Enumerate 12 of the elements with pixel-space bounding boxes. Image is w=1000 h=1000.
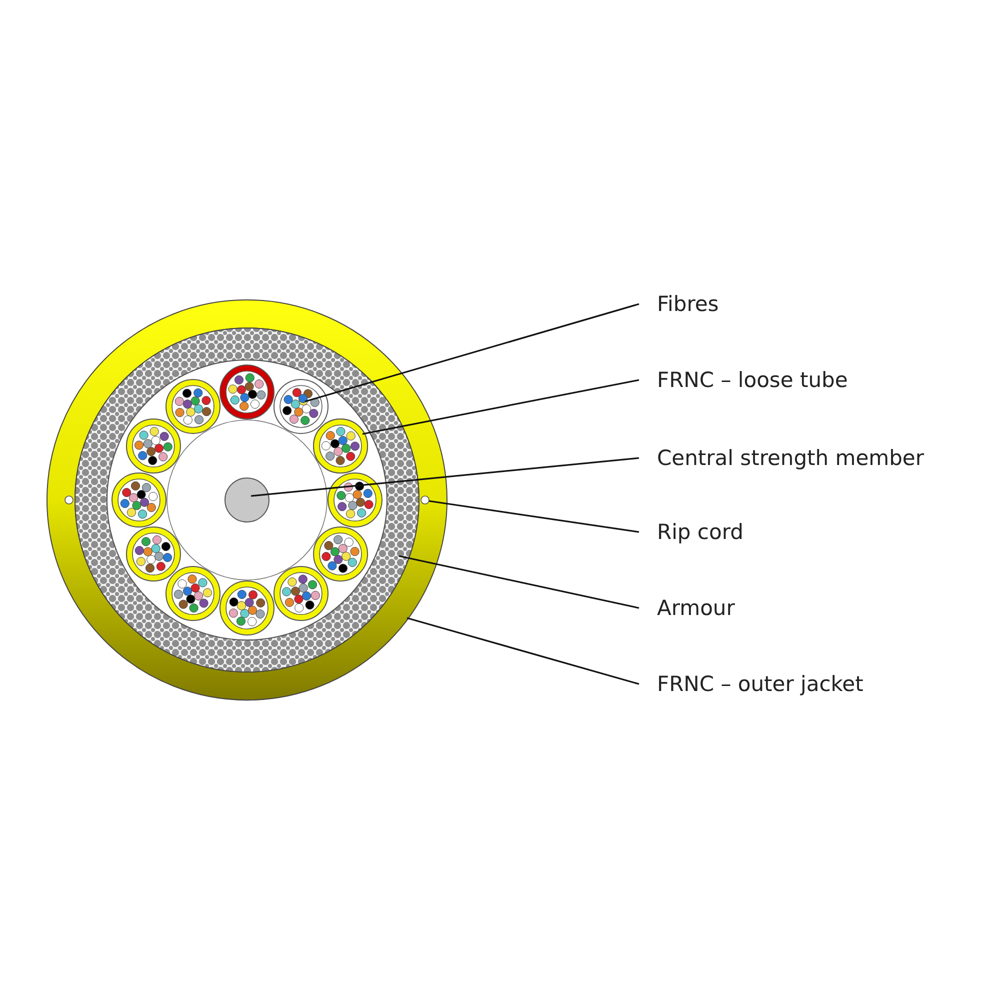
leader-line (428, 500, 640, 533)
callout-label: FRNC – outer jacket (657, 671, 864, 697)
leader-line (304, 303, 640, 402)
callout-label: FRNC – loose tube (657, 367, 848, 393)
callout-label: Central strength member (657, 445, 924, 471)
leader-line (250, 457, 640, 497)
outer-jacket-ring (46, 300, 448, 700)
leader-line (398, 555, 640, 609)
callout-label: Armour (657, 595, 735, 621)
callout-label: Rip cord (657, 519, 744, 545)
callout-label: Fibres (657, 291, 719, 317)
leader-line (406, 617, 640, 685)
